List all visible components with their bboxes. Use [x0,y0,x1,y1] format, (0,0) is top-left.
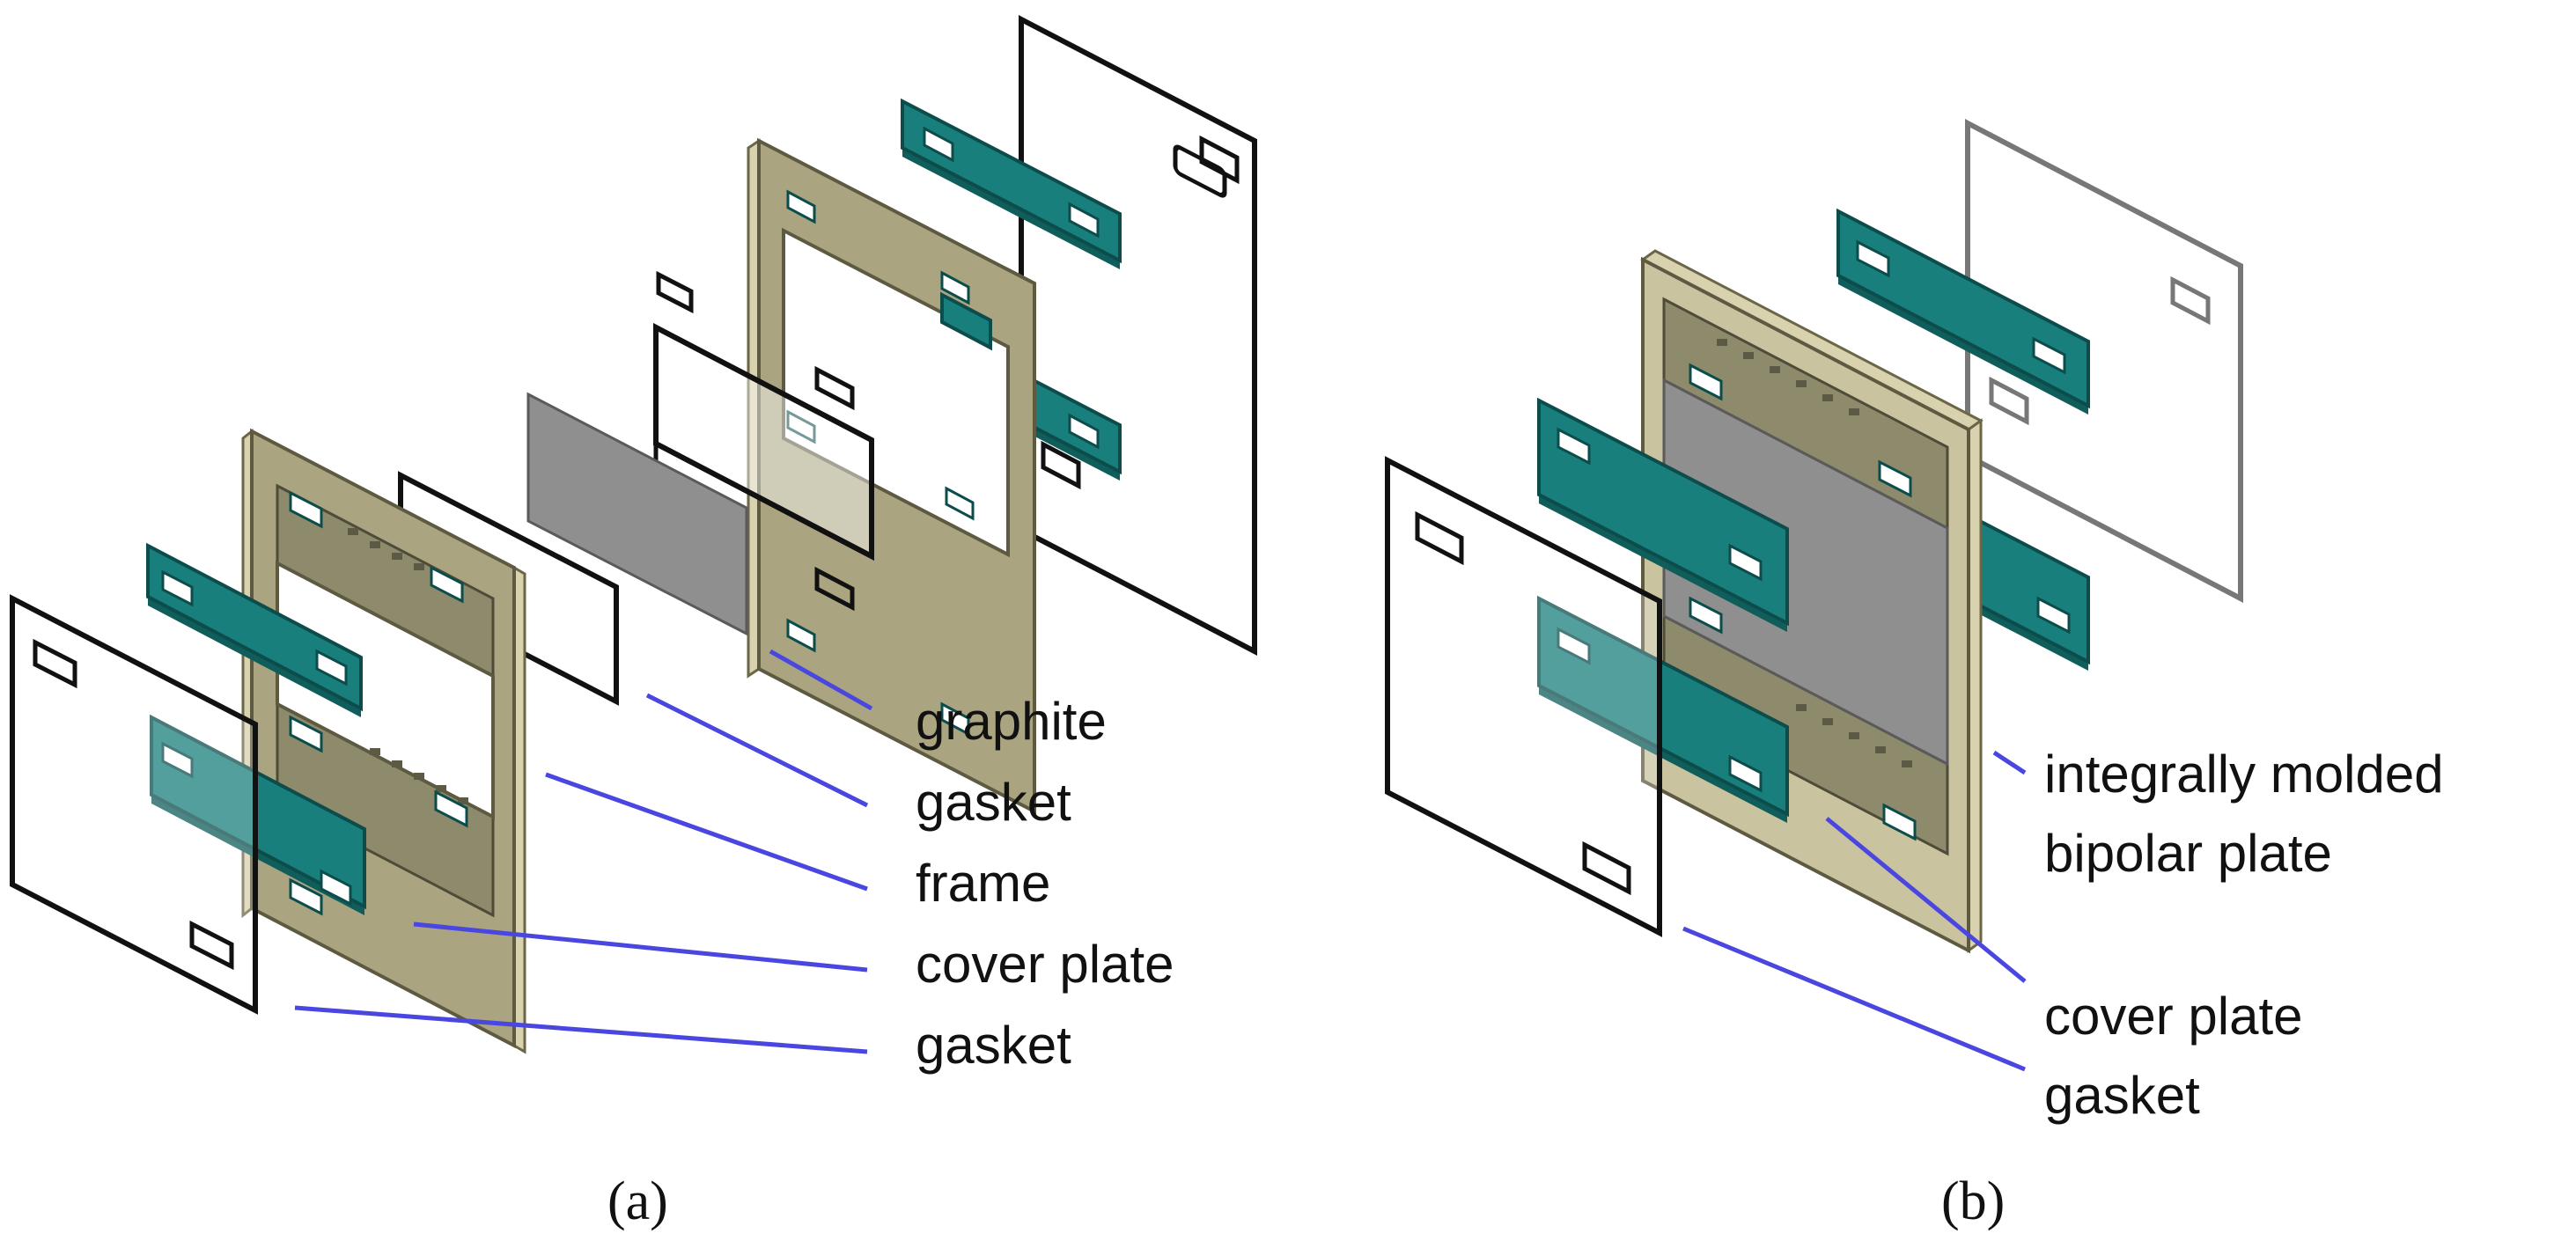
label-gasket-upper-a: gasket [916,773,1071,832]
label-bipolar-line1-b: integrally molded [2044,745,2444,804]
mid-gasket-upper-a [653,323,874,561]
front-cover-plate-upper-b [1537,397,1789,632]
leader-frame-a [545,772,868,892]
flow-channel-pattern-b [1717,339,1912,767]
label-graphite-a: graphite [916,692,1107,751]
leader-lines-a [294,649,873,1054]
small-gasket-rings-a [656,270,855,612]
leader-cover-plate-a [413,921,868,973]
front-gasket-b [1385,456,1662,937]
back-cover-plate-lower-b [1975,516,2090,671]
leader-gasket-b [1682,926,2026,1072]
panel-a: graphite gasket frame cover plate gasket… [10,15,1257,1231]
caption-b: (b) [1941,1171,2005,1231]
front-cover-plate-upper-a [146,542,363,717]
leader-gasket-upper-a [645,693,869,808]
back-cover-plate-upper-a [901,98,1122,269]
bipolar-plate-b [1640,249,1984,954]
back-frame-a [747,137,1036,815]
back-gasket-a [1019,15,1257,656]
leader-bipolar-plate-b [1992,750,2027,775]
label-bipolar-line2-b: bipolar plate [2044,824,2332,883]
label-gasket-lower-a: gasket [916,1016,1071,1075]
label-gasket-b: gasket [2044,1066,2200,1125]
leader-cover-plate-b [1825,817,2027,983]
panel-b: integrally molded bipolar plate cover pl… [1385,119,2444,1231]
front-frame-a [241,428,526,1054]
leader-gasket-lower-a [294,1005,868,1054]
leader-graphite-a [769,649,873,711]
front-cover-plate-lower-b [1537,595,1789,823]
leader-lines-b [1682,750,2027,1072]
front-gasket-a [10,594,258,1015]
label-frame-a: frame [916,854,1050,913]
back-cover-plate-upper-b [1836,208,2090,415]
label-cover-plate-b: cover plate [2044,987,2303,1046]
graphite-sheet-a [526,392,748,636]
caption-a: (a) [607,1171,668,1231]
label-cover-plate-a: cover plate [916,935,1174,994]
